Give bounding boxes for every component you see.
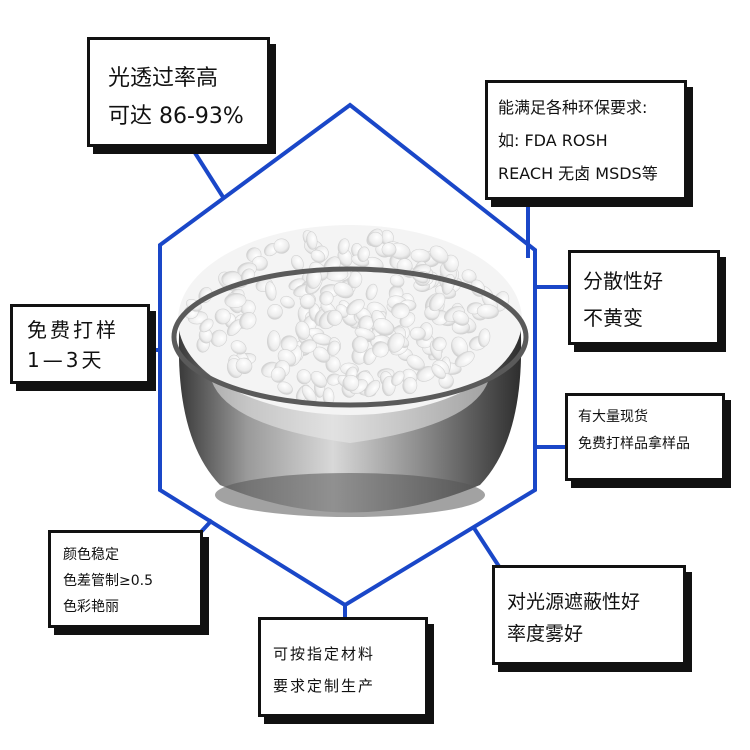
pellet [230,340,247,355]
transmittance-line-1: 光透过率高 [108,66,219,91]
pellet [310,371,327,388]
pellet [239,311,257,330]
shading-line-2: 率度雾好 [507,623,584,645]
pellet [327,340,341,356]
pellet [357,246,370,262]
callout-free-sample: 免费打样 1—3天 [10,304,150,384]
pellet [373,318,394,336]
pellet [210,329,228,347]
pellet [325,356,341,373]
custom-line-1: 可按指定材料 [273,645,376,663]
callout-custom: 可按指定材料 要求定制生产 [258,617,428,717]
pellet [387,332,405,353]
pellet [199,318,214,333]
free-sample-line-1: 免费打样 [27,318,119,342]
pellet [476,304,499,319]
pellet [337,238,350,255]
free-sample-line-2: 1—3天 [27,348,105,372]
pellet [214,308,231,325]
pellet [452,310,470,326]
connector-transmittance [188,143,225,199]
pellet [454,351,475,368]
pellet [280,295,295,309]
callout-shading: 对光源遮蔽性好 率度雾好 [492,565,686,665]
color-line-1: 颜色稳定 [63,547,119,563]
pellet [306,231,318,250]
callout-color: 颜色稳定 色差管制≥0.5 色彩艳丽 [48,530,203,628]
compliance-line-3: REACH 无卤 MSDS等 [498,164,658,183]
dispersion-line-2: 不黄变 [583,306,643,330]
product-image [171,225,529,517]
shading-line-1: 对光源遮蔽性好 [507,591,641,613]
color-line-3: 色彩艳丽 [63,599,119,615]
pellet [224,292,247,309]
pellet [431,364,446,380]
pellet [402,377,418,395]
pellet [391,370,405,386]
transmittance-line-2: 可达 86-93% [108,104,244,129]
color-line-2: 色差管制≥0.5 [63,573,153,589]
pellet [391,302,410,319]
pellet [364,379,381,398]
pellet [478,328,491,347]
pellet [342,374,360,392]
callout-dispersion: 分散性好 不黄变 [568,250,720,345]
pellet [346,299,365,316]
pellet [264,281,277,301]
pellet [432,336,447,351]
pellet [319,291,334,306]
pellet [428,292,446,312]
pellet [351,336,369,354]
pellet [406,354,425,371]
pellet [267,303,283,320]
stock-line-1: 有大量现货 [578,409,648,425]
pellet [310,249,326,263]
pellet [273,238,290,254]
pellet [295,321,310,340]
pellet [235,357,253,375]
pellet [296,369,312,385]
callout-compliance: 能满足各种环保要求: 如: FDA ROSH REACH 无卤 MSDS等 [485,80,687,200]
pellet [381,242,397,257]
pellet [299,293,316,310]
pellet [326,309,343,326]
compliance-line-1: 能满足各种环保要求: [498,98,648,117]
pellet [333,282,354,299]
pellet [410,326,426,341]
bowl-rim [171,266,529,408]
compliance-line-2: 如: FDA ROSH [498,131,608,150]
pellet [277,381,293,395]
pellet [389,274,405,288]
pellet [270,366,286,383]
pellet [372,341,389,358]
callout-transmittance: 光透过率高 可达 86-93% [87,37,270,147]
custom-line-2: 要求定制生产 [273,677,376,695]
callout-stock: 有大量现货 免费打样品拿样品 [565,393,725,481]
pellet [365,283,378,301]
pellet [429,245,449,264]
dispersion-line-1: 分散性好 [583,269,663,293]
stock-line-2: 免费打样品拿样品 [578,436,690,452]
pellet [367,231,384,248]
pellet [266,330,281,352]
pellet [299,339,317,354]
bowl-base-shadow [215,473,485,517]
connector-shading [472,526,502,570]
